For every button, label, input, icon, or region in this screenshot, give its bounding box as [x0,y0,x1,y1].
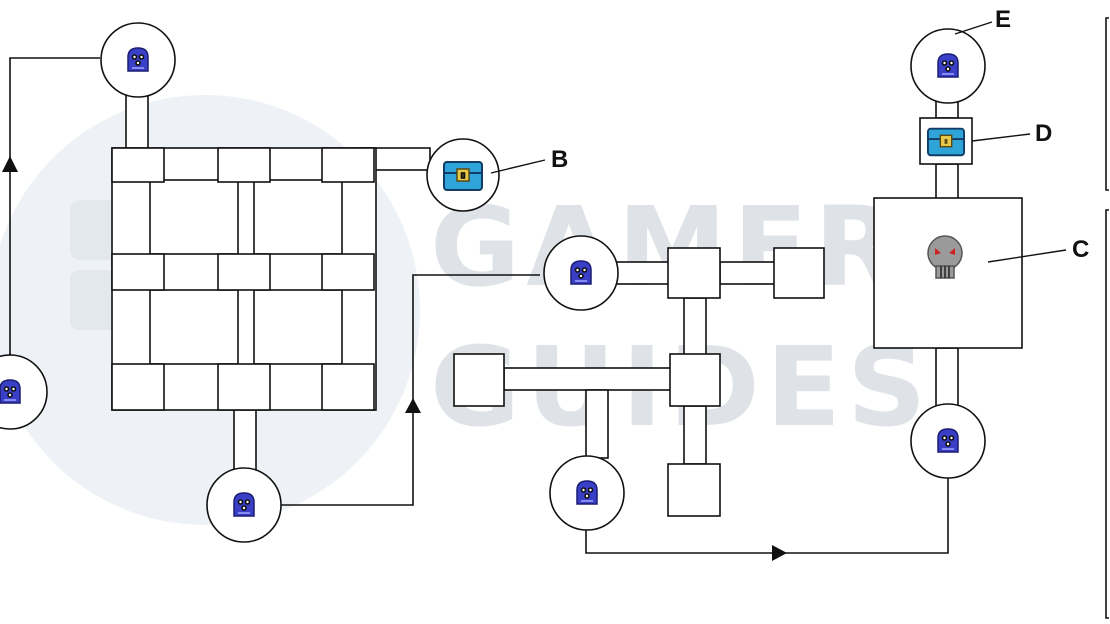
callout-line-e [954,21,993,35]
teleporter-pad-icon [0,379,21,404]
teleporter-middle-north [543,235,619,311]
teleporter-pad-icon [937,428,959,453]
teleporter-pad-icon [233,492,255,517]
junction-room [321,363,375,411]
label-c: C [1072,236,1089,263]
chest-circle-b [426,138,500,212]
route-start-to-north-pad [9,57,100,360]
arrowhead-icon [2,156,18,172]
treasure-chest-icon [443,161,483,191]
teleporter-north-west [100,22,176,98]
corridor [935,163,959,201]
room [773,247,825,299]
callout-line-b [490,159,546,174]
teleporter-pad-icon [570,260,592,285]
corridor [503,367,673,391]
junction-room [111,363,165,411]
junction-room [217,363,271,411]
room [669,353,721,407]
junction-room [321,253,375,291]
grid-cell [149,289,239,365]
arrowhead-icon [772,545,787,561]
corridor [683,297,707,357]
teleporter-east [910,403,986,479]
teleporter-pad-icon [937,53,959,78]
grid-cell [253,289,343,365]
room [667,247,721,299]
teleporter-middle-south [549,455,625,531]
route-lines [9,57,949,554]
treasure-chest-icon [927,127,965,157]
grid-cell [253,179,343,255]
callout-lines [490,21,1067,263]
corridor [935,347,959,411]
junction-room [217,147,271,183]
callout-line-d [971,133,1031,142]
teleporter-pad-icon [576,480,598,505]
west-dungeon [111,89,431,481]
route-south-pad-to-middle-pad [282,274,540,506]
teleporter-top-east [910,28,986,104]
corridor [125,89,149,151]
label-e: E [995,6,1011,33]
teleporters [0,22,986,543]
junction-room [217,253,271,291]
teleporter-start [0,354,48,430]
room [453,353,505,407]
corridor [585,389,609,459]
corridor [683,405,707,465]
label-d: D [1035,120,1052,147]
label-b: B [551,146,568,173]
arrowhead-icon [405,398,421,413]
edge-brackets [1105,17,1109,619]
corridor [719,261,777,285]
route-middle-south-pad-to-east-pad [585,475,949,554]
callout-line-c [987,249,1067,263]
junction-room [111,253,165,291]
grid-cell [149,179,239,255]
teleporter-south-west [206,467,282,543]
room [667,463,721,517]
junction-room [111,147,165,183]
junction-room [321,147,375,183]
teleporter-pad-icon [127,47,149,72]
middle-dungeon [453,247,825,517]
